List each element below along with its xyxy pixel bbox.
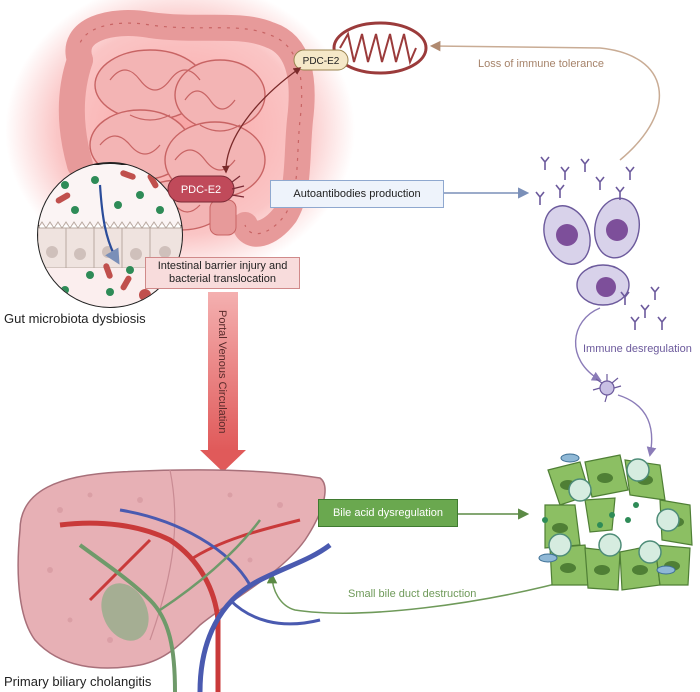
portal-venous-arrow <box>200 292 246 472</box>
small-bile-duct-arrow <box>266 572 579 614</box>
portal-venous-label: Portal Venous Circulation <box>216 310 228 434</box>
mitochondrion-icon <box>332 21 428 75</box>
plasma-cells-illustration <box>543 197 640 306</box>
autoantibodies-box: Autoantibodies production <box>270 180 444 208</box>
bile-acid-box: Bile acid dysregulation <box>318 499 458 527</box>
antibodies-cluster <box>535 156 667 330</box>
dendritic-cell-icon <box>592 374 622 403</box>
immune-desregulation-label: Immune desregulation <box>583 343 692 355</box>
loss-tolerance-arrow <box>429 40 661 161</box>
intestinal-barrier-label-line1: Intestinal barrier injury and <box>157 260 288 272</box>
immune-desregulation-arrow <box>574 307 602 381</box>
small-bile-duct-label: Small bile duct destruction <box>348 588 476 600</box>
pdc-e2-mimicry-arrow <box>221 67 302 174</box>
intestinal-barrier-label-line2: bacterial translocation <box>168 273 276 285</box>
gut-dysbiosis-label: Gut microbiota dysbiosis <box>4 311 146 326</box>
pdc-e2-gut-label: PDC-E2 <box>181 184 221 196</box>
immune-to-liver-arrow <box>617 394 657 457</box>
pdc-e2-mito-label: PDC-E2 <box>303 56 340 67</box>
intestinal-barrier-box: Intestinal barrier injury and bacterial … <box>145 257 300 289</box>
bile-acid-label: Bile acid dysregulation <box>332 507 444 519</box>
gut-pdc-e2-capsule: PDC-E2 <box>167 175 245 203</box>
loss-immune-tolerance-label: Loss of immune tolerance <box>478 58 604 70</box>
bile-duct-cells-illustration <box>538 453 693 591</box>
autoantibodies-label: Autoantibodies production <box>293 188 421 200</box>
pbc-label: Primary biliary cholangitis <box>4 674 152 689</box>
liver-illustration <box>17 469 332 692</box>
